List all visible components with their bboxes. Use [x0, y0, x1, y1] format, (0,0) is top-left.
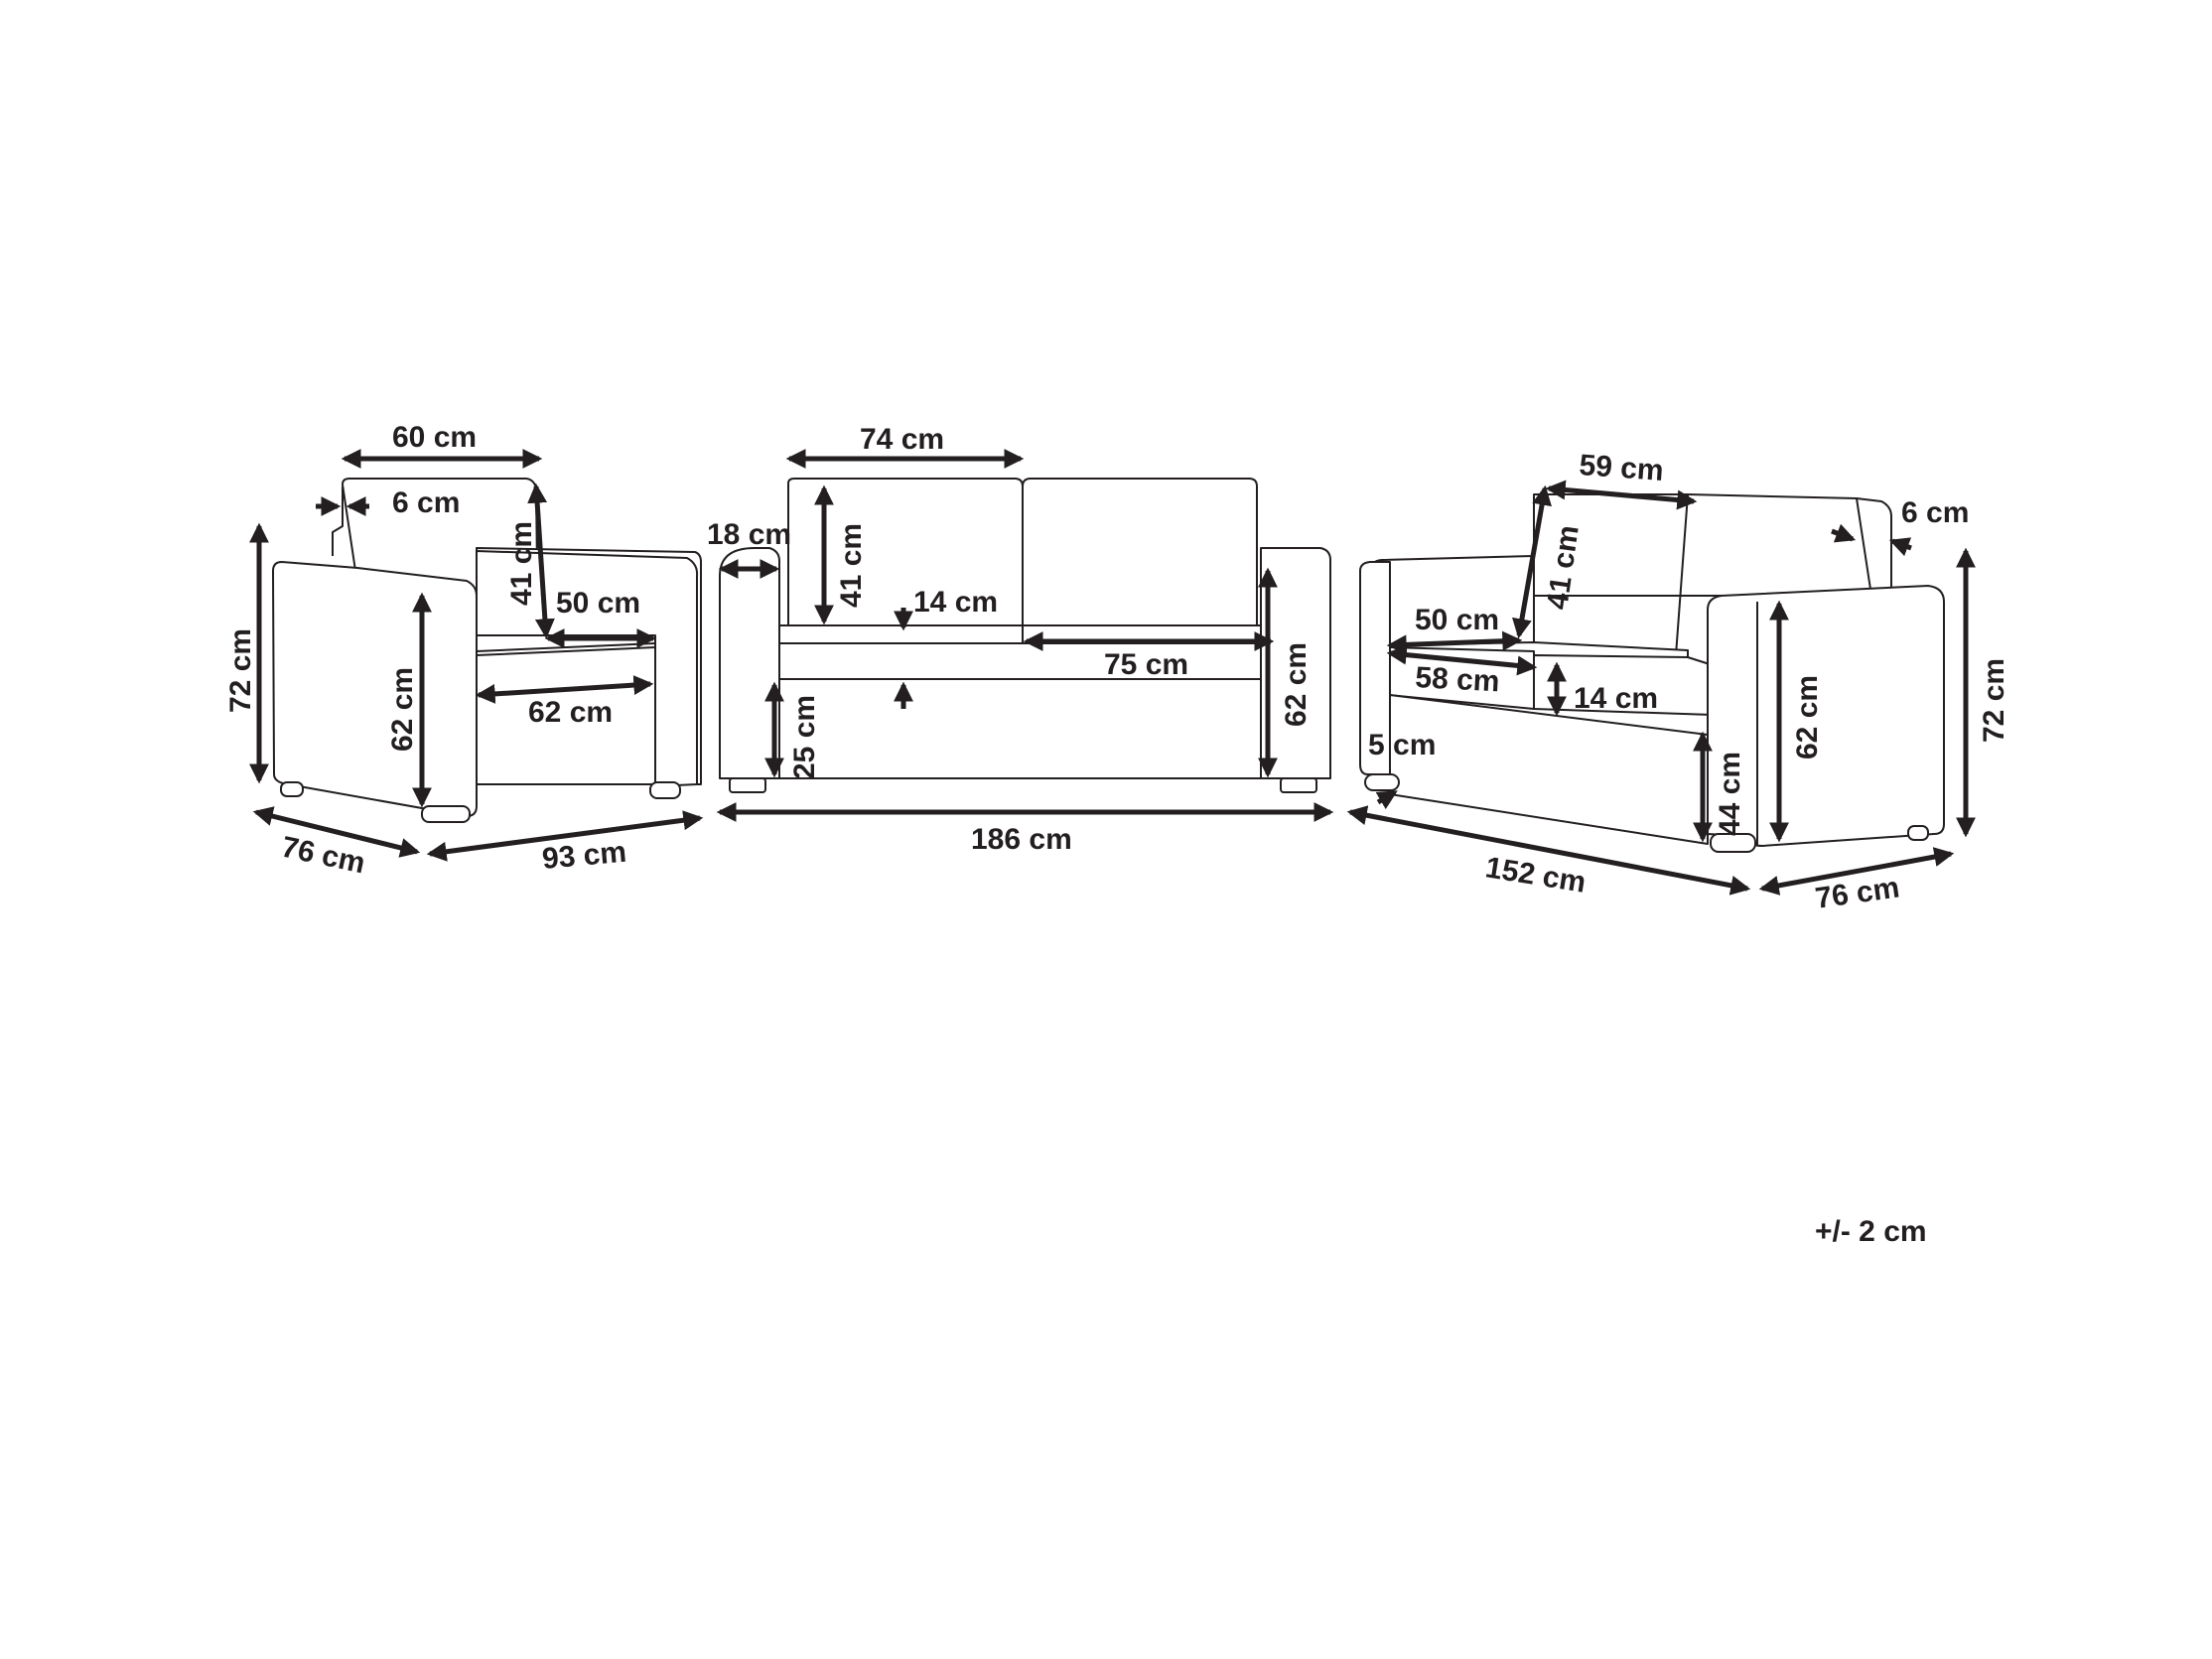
two-seater-leg-height-label: 5 cm: [1368, 729, 1436, 761]
three-seater-arm-width-label: 18 cm: [707, 518, 791, 551]
three-seater-labels: 74 cm 18 cm 41 cm 14 cm 75 cm 62 cm 25 c…: [707, 423, 1313, 856]
two-seater-dimension-arrows: [1346, 480, 1976, 896]
armchair-width-label: 60 cm: [392, 421, 477, 454]
armchair-back-height-label: 41 cm: [505, 521, 538, 606]
three-seater-seat-floor-height-label: 25 cm: [788, 695, 821, 779]
armchair-seat-depth-label: 50 cm: [556, 587, 640, 620]
three-seater-seat-thickness-label: 14 cm: [913, 586, 998, 619]
two-seater-length-label: 152 cm: [1483, 851, 1589, 899]
two-seater-cushion-width-label: 59 cm: [1579, 449, 1665, 487]
three-seater-back-height-label: 41 cm: [835, 523, 868, 608]
armchair-length-label: 93 cm: [541, 836, 628, 876]
three-seater-seat-depth-label: 75 cm: [1104, 648, 1188, 681]
two-seater-seat-height-label: 44 cm: [1714, 752, 1746, 836]
three-seater-dimension-arrows: [716, 449, 1334, 822]
two-seater-seat-depth-label: 50 cm: [1415, 604, 1499, 636]
armchair-back-thickness-label: 6 cm: [392, 486, 460, 519]
two-seater-back-thickness-label: 6 cm: [1901, 496, 1969, 529]
armchair-seat-width-label: 62 cm: [528, 696, 613, 729]
armchair-drawing: [272, 478, 702, 823]
armchair-total-height-label: 72 cm: [224, 628, 257, 713]
tolerance-note: +/- 2 cm: [1815, 1215, 1927, 1248]
armchair-dimension-arrows: [249, 449, 704, 862]
three-seater-total-width-label: 186 cm: [971, 823, 1072, 856]
two-seater-labels: 59 cm 41 cm 6 cm 50 cm 58 cm 14 cm 72 cm…: [1368, 449, 2010, 915]
two-seater-seat-thickness-label: 14 cm: [1574, 682, 1658, 715]
three-seater-cushion-width-label: 74 cm: [860, 423, 944, 456]
two-seater-arm-height-label: 62 cm: [1791, 675, 1824, 760]
two-seater-seat-width-label: 58 cm: [1415, 661, 1501, 698]
three-seater-arm-height-label: 62 cm: [1280, 642, 1313, 727]
two-seater-total-height-label: 72 cm: [1978, 658, 2010, 743]
armchair-arm-height-label: 62 cm: [386, 667, 419, 752]
